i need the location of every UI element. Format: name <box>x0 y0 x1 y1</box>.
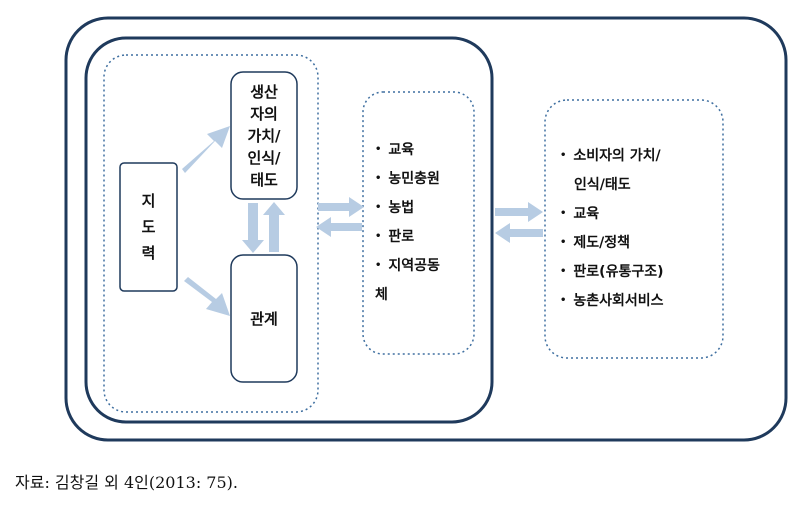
arrow-from-right <box>495 223 543 243</box>
producer-box <box>230 71 298 200</box>
bullet-icon: • <box>375 260 382 271</box>
arrow-leader-to-producer <box>182 126 230 173</box>
bullet-icon: • <box>560 295 567 306</box>
bullet-icon: • <box>375 144 382 155</box>
arrow-leader-to-relation <box>184 277 230 316</box>
bullet-icon: • <box>560 208 567 219</box>
leader-label: 지 도 력 <box>120 163 177 291</box>
bullet-icon: • <box>560 150 567 161</box>
producer-label: 생산 자의 가치/ 인식/ 태도 <box>231 72 297 199</box>
relation-label: 관계 <box>231 255 297 382</box>
list-item: •농촌사회서비스 <box>560 293 664 309</box>
left-dotted-group <box>103 54 319 413</box>
middle-dotted-box <box>362 91 475 355</box>
producer-label-line: 태도 <box>250 170 278 189</box>
list-item-continuation: 인식/태도 <box>574 177 631 193</box>
arrow-relation-to-producer <box>263 202 285 252</box>
arrow-to-middle <box>318 197 364 217</box>
leader-label-line: 력 <box>141 244 156 262</box>
leader-box <box>119 162 178 292</box>
right-dotted-box <box>544 99 724 359</box>
outer-frame <box>64 16 788 442</box>
relation-label-text: 관계 <box>250 309 278 328</box>
producer-label-line: 자의 <box>250 104 278 123</box>
list-item: •판로 <box>375 229 415 245</box>
arrow-producer-to-relation <box>242 203 264 253</box>
list-item: •농법 <box>375 200 415 216</box>
right-list: •소비자의 가치/ 인식/태도 •교육 •제도/정책 •판로(유통구조) •농촌… <box>560 146 664 320</box>
list-item: •판로(유통구조) <box>560 264 664 280</box>
bullet-icon: • <box>560 266 567 277</box>
list-item: •교육 <box>560 206 600 222</box>
bullet-icon: • <box>375 173 382 184</box>
list-item-continuation: 체 <box>375 287 388 303</box>
producer-label-line: 인식/ <box>247 148 281 167</box>
list-item: •소비자의 가치/ <box>560 148 661 164</box>
bullet-icon: • <box>560 237 567 248</box>
relation-box <box>230 254 298 383</box>
bullet-icon: • <box>375 202 382 213</box>
producer-label-line: 생산 <box>250 82 278 101</box>
list-item: •농민충원 <box>375 171 440 187</box>
middle-list: •교육 •농민충원 •농법 •판로 •지역공동 체 <box>375 140 440 314</box>
source-caption: 자료: 김창길 외 4인(2013: 75). <box>15 473 238 492</box>
list-item: •지역공동 <box>375 258 440 274</box>
leader-label-line: 지 <box>141 192 156 210</box>
producer-label-line: 가치/ <box>247 126 281 145</box>
arrow-from-middle <box>316 217 362 237</box>
inner-frame <box>84 36 494 424</box>
leader-label-line: 도 <box>141 218 156 236</box>
list-item: •교육 <box>375 142 415 158</box>
arrow-to-right <box>495 202 543 222</box>
bullet-icon: • <box>375 231 382 242</box>
list-item: •제도/정책 <box>560 235 631 251</box>
